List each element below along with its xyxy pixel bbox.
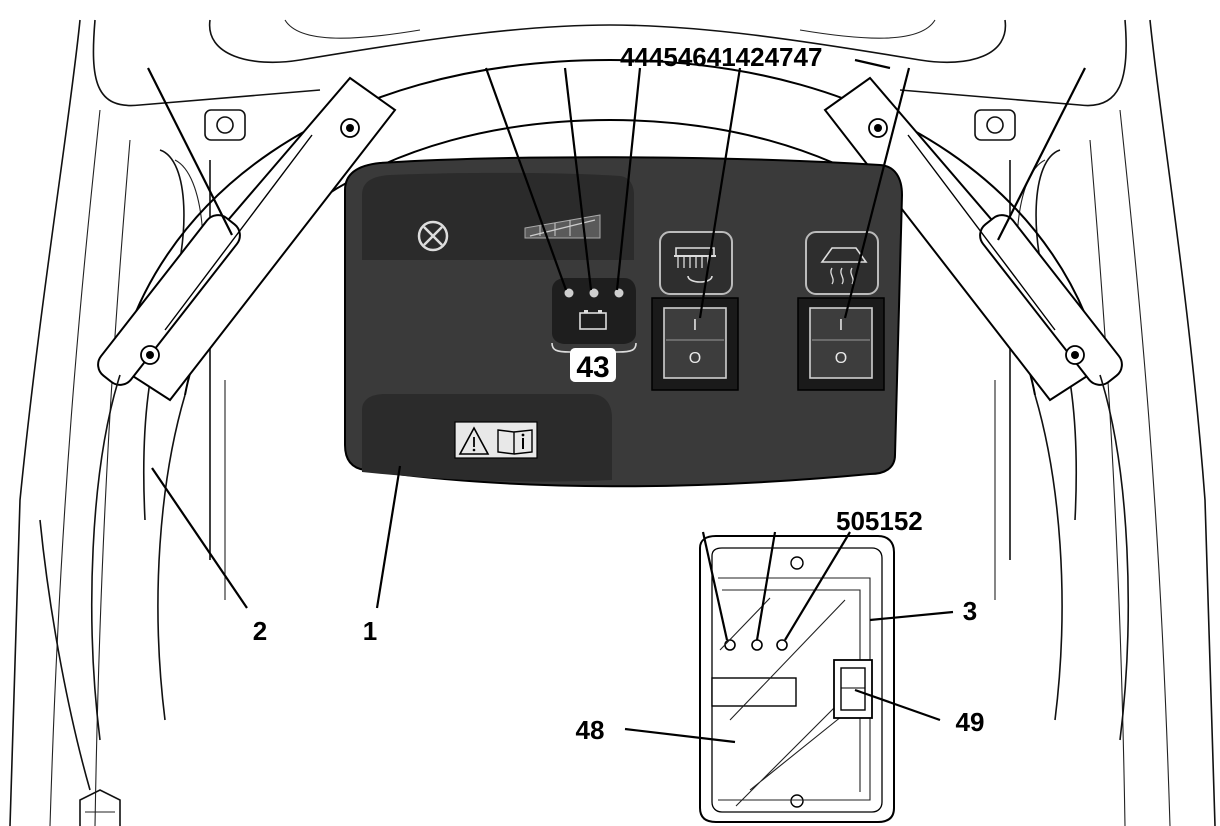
battery-gauge-graphic: [524, 214, 601, 239]
switch-on-symbol: I: [693, 317, 697, 334]
callout-1: 1: [363, 616, 377, 646]
battery-icon: [579, 310, 607, 330]
handle-arch[interactable]: [91, 58, 1129, 741]
warning-manual-label: [454, 421, 538, 459]
callout-49: 49: [956, 707, 985, 737]
vacuum-rocker-switch[interactable]: I O: [809, 307, 873, 379]
manual-info-icon: [497, 429, 533, 455]
callout-leaders: [147, 58, 1086, 744]
led-50: [724, 639, 736, 651]
crossed-circle-icon: [417, 220, 449, 252]
display-window-48: [711, 677, 797, 707]
brush-switch-assembly: I O: [651, 231, 739, 391]
callout-top-row: 4445464142474​7: [620, 42, 822, 72]
callout-lower-row: 505152: [836, 506, 923, 536]
led-44: [564, 288, 574, 298]
secondary-control-box: [699, 535, 895, 823]
brush-rocker-switch[interactable]: I O: [663, 307, 727, 379]
led-46: [614, 288, 624, 298]
callout-2: 2: [253, 616, 267, 646]
rocker-switch-49[interactable]: [833, 659, 873, 719]
warning-triangle-icon: [458, 426, 490, 455]
switch-on-symbol-2: I: [839, 317, 843, 334]
callout-labels: 4445464142474​7 43 1 2 505152 3 48 49: [253, 42, 985, 745]
led-45: [589, 288, 599, 298]
switch-off-symbol: O: [689, 350, 701, 367]
led-52: [776, 639, 788, 651]
control-panel: I O I O: [344, 156, 904, 488]
callout-43-bg: [570, 348, 616, 382]
switch-off-symbol-2: O: [835, 350, 847, 367]
callout-48: 48: [576, 715, 605, 745]
callout-43: 43: [576, 351, 609, 384]
vacuum-icon: [820, 247, 868, 285]
led-51: [751, 639, 763, 651]
vacuum-switch-assembly: I O: [797, 231, 885, 391]
callout-3: 3: [963, 596, 977, 626]
